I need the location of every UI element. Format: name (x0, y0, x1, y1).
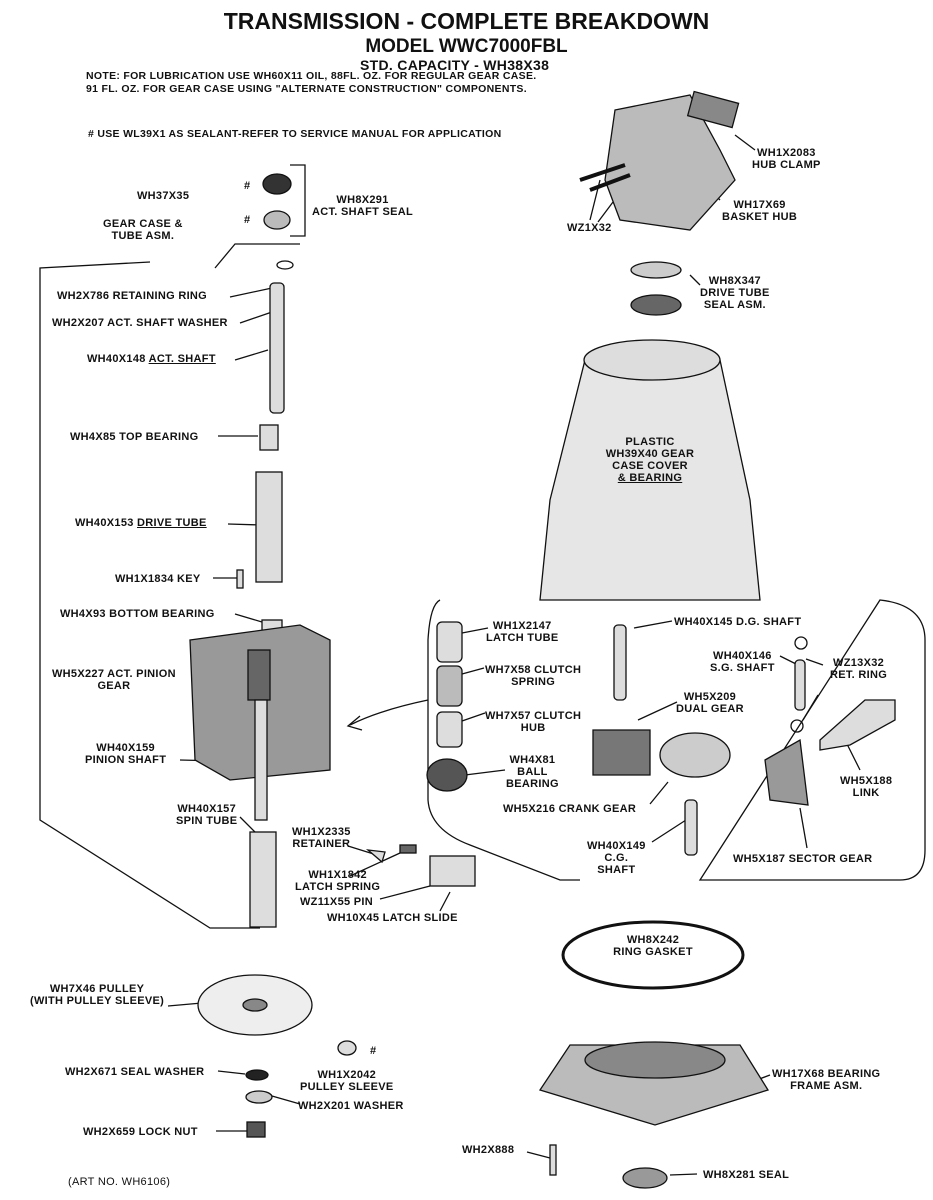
ret-ring-top (794, 636, 808, 650)
label-wh4x85: WH4X85 TOP BEARING (70, 431, 199, 443)
seal-washer (245, 1069, 269, 1081)
crank-gear (659, 732, 731, 778)
cg-shaft (684, 799, 698, 856)
wh37x35-seal (262, 173, 292, 195)
label-gear-case: GEAR CASE &TUBE ASM. (103, 218, 183, 242)
washer (245, 1090, 273, 1104)
link (819, 699, 896, 751)
label-wh7x46: WH7X46 PULLEY(WITH PULLEY SLEEVE) (30, 983, 165, 1007)
lubrication-note-2: 91 FL. OZ. FOR GEAR CASE USING "ALTERNAT… (86, 83, 527, 95)
label-wz11x55: WZ11X55 PIN (300, 896, 373, 908)
label-wh2x659: WH2X659 LOCK NUT (83, 1126, 198, 1138)
sg-shaft (794, 659, 806, 711)
retainer (365, 849, 386, 864)
dual-gear (592, 729, 651, 776)
pulley-sleeve (337, 1040, 357, 1056)
wh2x888-screw (549, 1144, 557, 1176)
capacity: STD. CAPACITY - WH38X38 (360, 57, 550, 73)
label-wh37x35: WH37X35 (137, 190, 190, 202)
label-wz1x32: WZ1X32 (567, 222, 612, 234)
label-wh2x786: WH2X786 RETAINING RING (57, 290, 208, 302)
sealant-note: # USE WL39X1 AS SEALANT-REFER TO SERVICE… (88, 128, 502, 140)
retaining-ring (276, 260, 294, 270)
label-wh1x1834: WH1X1834 KEY (115, 573, 201, 585)
gear-case-bracket-top (214, 243, 300, 269)
ret-ring-bottom (790, 719, 804, 733)
latch-spring (399, 844, 417, 854)
gear-case-bracket-line (39, 261, 260, 929)
drive-tube-seal (630, 294, 682, 316)
bolts (579, 163, 631, 192)
dg-shaft (613, 624, 627, 701)
label-wh2x888: WH2X888 (462, 1144, 515, 1156)
spin-tube (249, 831, 277, 928)
ball-bearing (426, 758, 468, 792)
sealant-mark: # (370, 1045, 377, 1057)
top-bearing (259, 424, 279, 451)
sealant-mark: # (244, 180, 251, 192)
art-number: (ART NO. WH6106) (68, 1176, 171, 1188)
diagram-title: TRANSMISSION - COMPLETE BREAKDOWN (223, 8, 710, 34)
label-wh2x207: WH2X207 ACT. SHAFT WASHER (52, 317, 228, 329)
sector-gear (764, 738, 809, 806)
label-wh5x216: WH5X216 CRANK GEAR (503, 803, 637, 815)
label-wh4x93: WH4X93 BOTTOM BEARING (60, 608, 215, 620)
hub-clamp (686, 90, 740, 129)
wh8x291-seal (263, 210, 291, 230)
lubrication-note-1: NOTE: FOR LUBRICATION USE WH60X11 OIL, 8… (86, 70, 537, 82)
drive-tube (255, 471, 283, 583)
sealant-mark: # (244, 214, 251, 226)
latch-tube (436, 621, 463, 663)
gear-group-arrow-line (349, 699, 429, 726)
clutch-hub (436, 711, 463, 748)
label-wh40x153: WH40X153 DRIVE TUBE (75, 517, 207, 529)
latch-slide (429, 855, 476, 887)
gear-group-outline (427, 599, 926, 881)
gear-group-arrowhead (346, 715, 363, 731)
label-wh40x148: WH40X148 ACT. SHAFT (87, 353, 216, 365)
key (236, 569, 244, 589)
seal (622, 1167, 668, 1189)
label-wh2x201: WH2X201 WASHER (298, 1100, 404, 1112)
clutch-spring (436, 665, 463, 707)
act-shaft (269, 282, 285, 414)
pinion-shaft (254, 699, 268, 821)
seal-bracket (290, 164, 306, 237)
model-number: MODEL WWC7000FBL (365, 36, 568, 57)
label-wh10x45: WH10X45 LATCH SLIDE (327, 912, 458, 924)
label-wh5x187: WH5X187 SECTOR GEAR (733, 853, 873, 865)
label-wh40x145: WH40X145 D.G. SHAFT (674, 616, 802, 628)
drive-tube-seal-top (630, 261, 682, 279)
ring-gasket (561, 920, 745, 990)
label-wh2x671: WH2X671 SEAL WASHER (65, 1066, 205, 1078)
lock-nut (246, 1121, 266, 1138)
label-wh8x281: WH8X281 SEAL (703, 1169, 790, 1181)
pinion-gear (247, 649, 271, 701)
